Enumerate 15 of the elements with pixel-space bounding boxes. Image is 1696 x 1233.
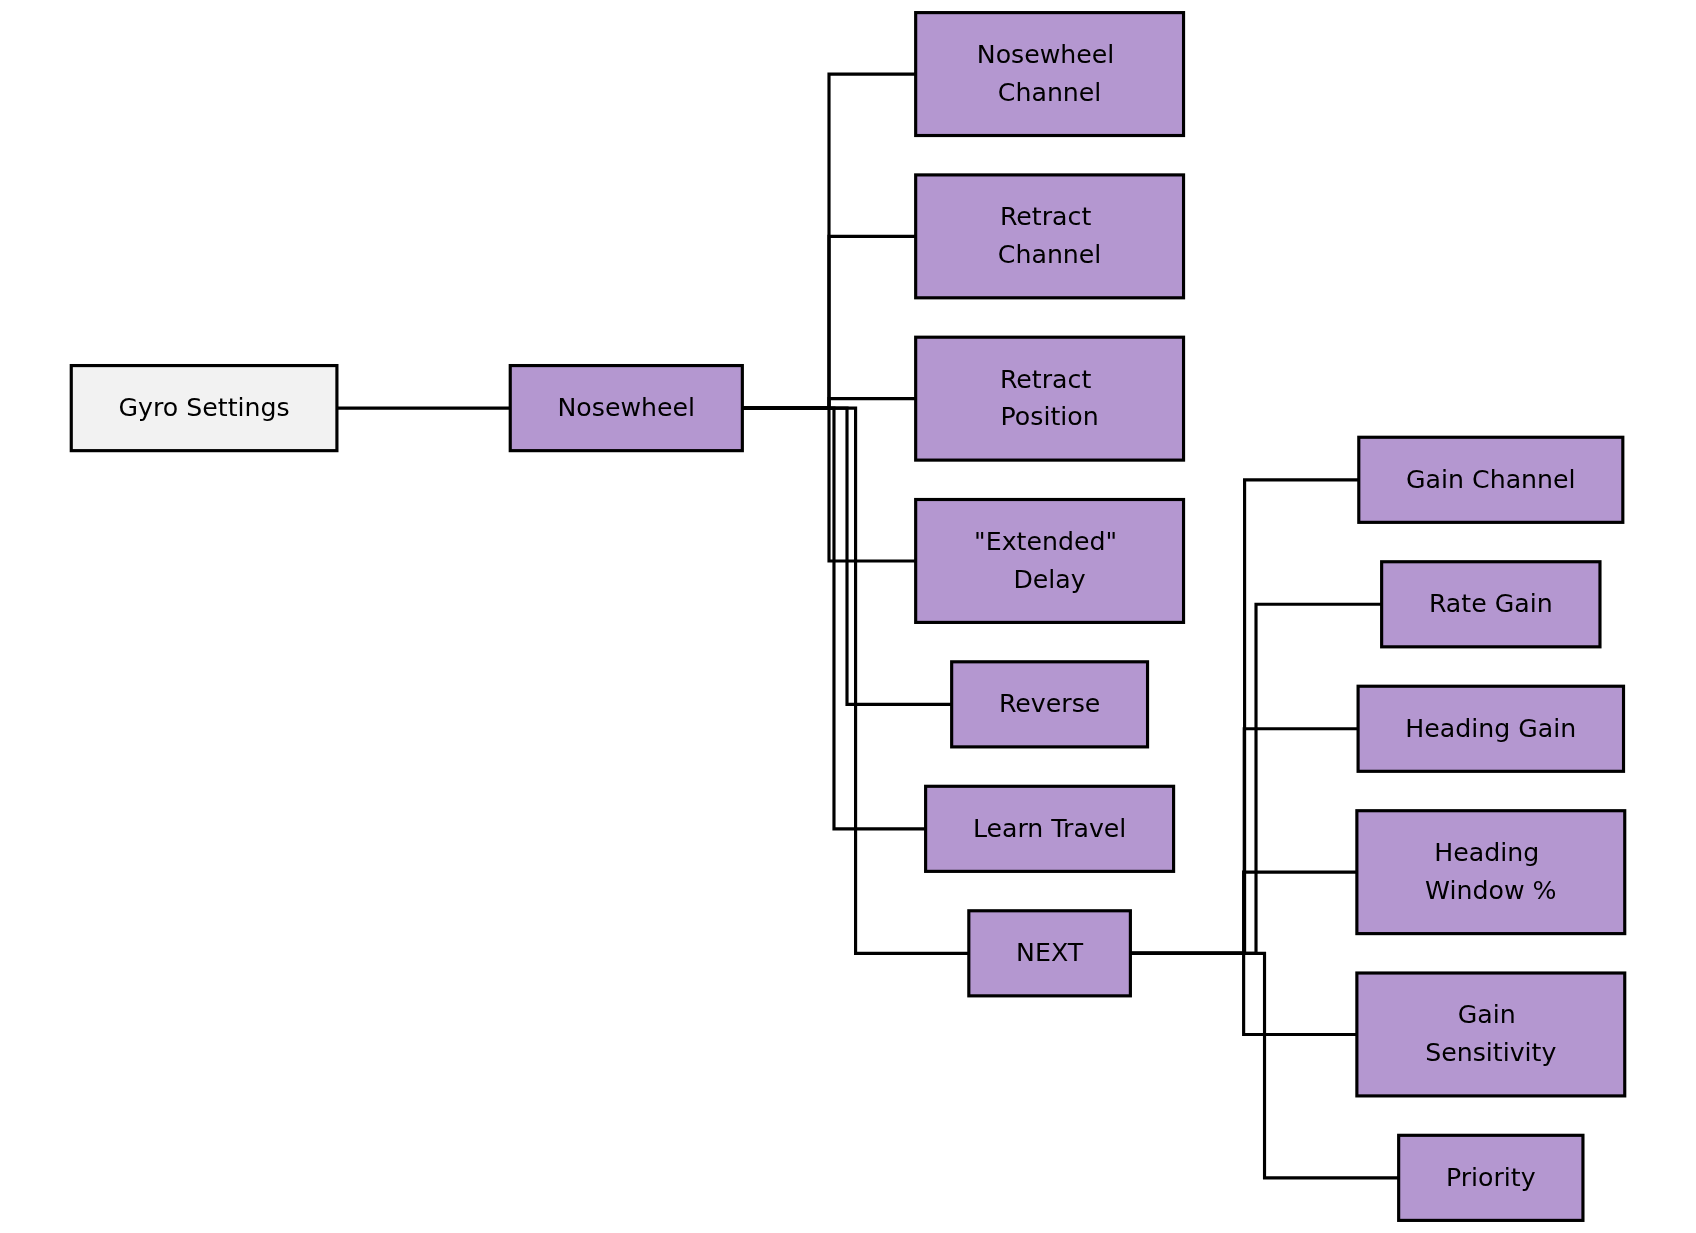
node-box: Nosewheel <box>508 364 744 453</box>
node-box: "Extended" Delay <box>914 497 1186 624</box>
node-box: Heading Gain <box>1356 684 1626 773</box>
node-box: Gain Channel <box>1357 435 1625 524</box>
node-box: Reverse <box>950 660 1150 749</box>
node-box: NEXT <box>967 909 1132 998</box>
node-box: Retract Channel <box>914 173 1186 300</box>
node-box: Rate Gain <box>1380 560 1602 649</box>
node-box: Nosewheel Channel <box>914 11 1186 138</box>
node-box: Learn Travel <box>924 784 1176 873</box>
node-box: Gain Sensitivity <box>1355 971 1627 1098</box>
node-box: Gyro Settings <box>69 364 339 453</box>
node-box: Heading Window % <box>1355 809 1627 936</box>
node-box: Priority <box>1397 1133 1585 1222</box>
node-box: Retract Position <box>914 335 1186 462</box>
